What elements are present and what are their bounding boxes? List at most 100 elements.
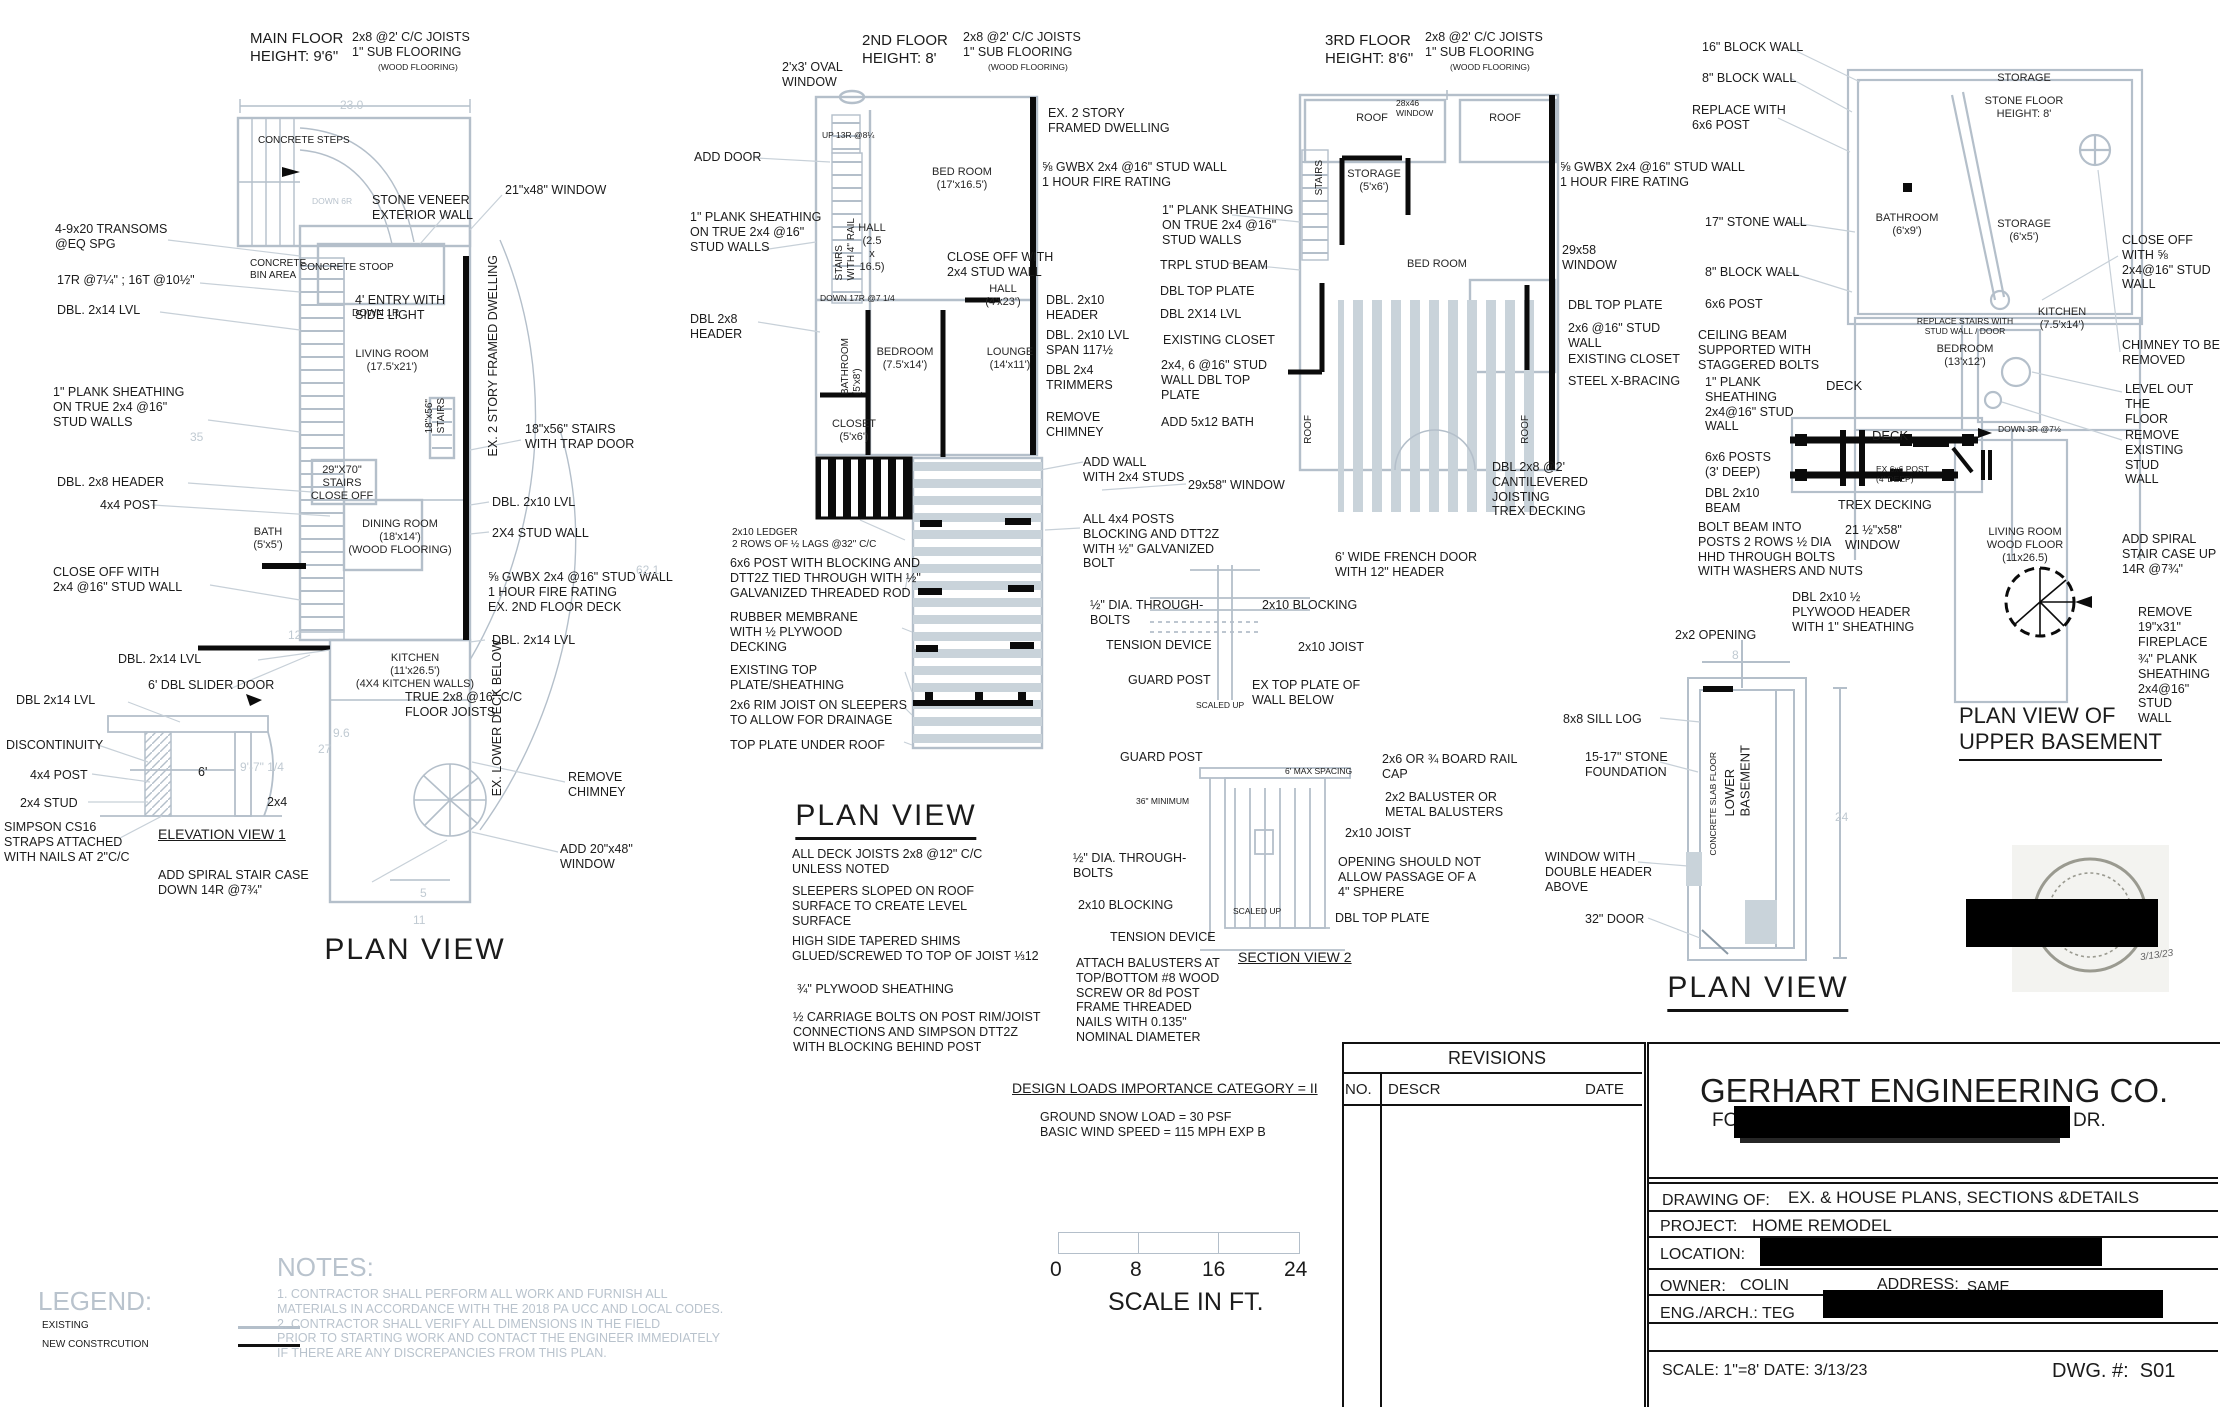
steel-x-bracing: STEEL X-BRACING: [1568, 374, 1681, 388]
existing-closet-b: EXISTING CLOSET: [1568, 352, 1680, 366]
simpson-label: SIMPSON CS16 STRAPS ATTACHED WITH NAILS …: [4, 820, 130, 864]
close-off-2nd: CLOSE OFF WITH 2x4 STUD WALL: [947, 250, 1054, 279]
revisions-title: REVISIONS: [1448, 1048, 1547, 1068]
dim-24-lb: 24: [1835, 810, 1849, 824]
owner-value: COLIN: [1740, 1277, 1789, 1294]
post-4x4-elev: 4x4 POST: [30, 768, 88, 782]
stone-veneer-label: STONE VENEER EXTERIOR WALL: [372, 193, 473, 222]
joist-2x10-1: 2x10 JOIST: [1298, 640, 1364, 654]
stud-wall-2x4-6: 2x4, 6 @16" STUD WALL DBL TOP PLATE: [1161, 358, 1268, 402]
stone-floor-label: STONE FLOOR HEIGHT: 8': [1984, 95, 2064, 120]
eng-redaction: [1823, 1290, 2163, 1318]
deck-note-2: SLEEPERS SLOPED ON ROOF SURFACE TO CREAT…: [792, 884, 974, 928]
ex-2story-2nd: EX. 2 STORY FRAMED DWELLING: [1048, 106, 1170, 135]
posts-6x6-3deep: 6x6 POSTS (3' DEEP): [1705, 450, 1771, 479]
stud-wall-2x4-main: 2X4 STUD WALL: [492, 526, 589, 540]
bathroom-vert-label: BATHROOM (5'x8'): [840, 338, 863, 396]
dim-5: 5: [420, 886, 427, 900]
company-address-suffix: DR.: [2073, 1110, 2106, 1131]
plank-sheathing-3rd: 1" PLANK SHEATHING ON TRUE 2x4 @16" STUD…: [1162, 203, 1294, 247]
plank-34-label: ¾" PLANK SHEATHING 2x4@16" STUD WALL: [2138, 652, 2210, 725]
living-room-label: LIVING ROOM (17.5'x21'): [355, 348, 429, 373]
gwbx-main: ⅝ GWBX 2x4 @16" STUD WALL 1 HOUR FIRE RA…: [488, 570, 673, 614]
ceiling-beam-label: CEILING BEAM SUPPORTED WITH STAGGERED BO…: [1698, 328, 1820, 372]
post-4x4-main: 4x4 POST: [100, 498, 158, 512]
legend-new-swatch: [238, 1344, 300, 1347]
third-floor-title: 3RD FLOOR HEIGHT: 8'6": [1325, 32, 1414, 67]
dim-23: 23.0: [340, 98, 364, 112]
plank-sheathing-2nd: 1" PLANK SHEATHING ON TRUE 2x4 @16" STUD…: [690, 210, 822, 254]
plan-view-2nd-title: PLAN VIEW: [795, 798, 977, 841]
concrete-stoop-label: CONCRETE STOOP: [300, 262, 394, 273]
scale-tick-16: 16: [1202, 1258, 1226, 1281]
block-8-b: 8" BLOCK WALL: [1705, 265, 1800, 279]
dining-room-label: DINING ROOM (18'x14') (WOOD FLOORING): [348, 518, 452, 556]
revisions-col-descr: DESCR: [1388, 1081, 1441, 1098]
dbl-2x8-header-2nd: DBL 2x8 HEADER: [690, 312, 743, 341]
add-wall-label: ADD WALL WITH 2x4 STUDS: [1083, 455, 1185, 484]
third-floor-joists: 2x8 @2' C/C JOISTS 1" SUB FLOORING: [1425, 30, 1543, 59]
discontinuity-label: DISCONTINUITY: [6, 738, 104, 752]
lounge-label: LOUNGE (14'x11'): [986, 346, 1034, 371]
second-floor-title: 2ND FLOOR HEIGHT: 8': [862, 32, 948, 67]
post-6x6-ub: 6x6 POST: [1705, 297, 1763, 311]
close-off-main: CLOSE OFF WITH 2x4 @16" STUD WALL: [53, 565, 183, 594]
stone-17-label: 17" STONE WALL: [1705, 215, 1807, 229]
max-spacing-label: 6' MAX SPACING: [1285, 766, 1353, 776]
company-name: GERHART ENGINEERING CO.: [1700, 1072, 2169, 1109]
deck-note-1: ALL DECK JOISTS 2x8 @12" C/C UNLESS NOTE…: [792, 847, 983, 876]
block-8-a: 8" BLOCK WALL: [1702, 71, 1797, 85]
scaled-up-2: SCALED UP: [1233, 906, 1282, 916]
add-door-label: ADD DOOR: [694, 150, 762, 164]
remove-chimney-main: REMOVE CHIMNEY: [568, 770, 626, 799]
dbl-2x10-plywood: DBL 2x10 ½ PLYWOOD HEADER WITH 1" SHEATH…: [1792, 590, 1915, 634]
stairs-trap-label: 18"x56" STAIRS WITH TRAP DOOR: [525, 422, 635, 451]
stairs-18x56-vert: 18"x56" STAIRS: [424, 398, 447, 434]
hall-4x23-label: HALL (4'x23'): [985, 283, 1021, 308]
trpl-stud-beam: TRPL STUD BEAM: [1160, 258, 1268, 272]
opening-sphere-label: OPENING SHOULD NOT ALLOW PASSAGE OF A 4"…: [1338, 855, 1482, 899]
remove-chimney-2nd: REMOVE CHIMNEY: [1046, 410, 1104, 439]
sill-log-label: 8x8 SILL LOG: [1563, 712, 1642, 726]
storage-3rd-label: STORAGE (5'x6'): [1347, 168, 1401, 193]
dbl-top-plate-sect: DBL TOP PLATE: [1335, 911, 1430, 925]
rail-cap-label: 2x6 OR ¾ BOARD RAIL CAP: [1382, 752, 1518, 781]
plan-view-lower-title: PLAN VIEW: [1667, 970, 1849, 1013]
roof-left-label: ROOF: [1356, 112, 1388, 124]
rim-joist-label: 2x6 RIM JOIST ON SLEEPERS TO ALLOW FOR D…: [730, 698, 907, 727]
design-loads-title: DESIGN LOADS IMPORTANCE CATEGORY = II: [1012, 1080, 1318, 1096]
rubber-membrane: RUBBER MEMBRANE WITH ½ PLYWOOD DECKING: [730, 610, 858, 654]
remove-fireplace-label: REMOVE 19"x31" FIREPLACE: [2138, 605, 2208, 649]
ex-lower-deck-vert: EX. LOWER DECK BELOW: [490, 640, 504, 797]
block-16-label: 16" BLOCK WALL: [1702, 40, 1804, 54]
dbl-2x8-header-main: DBL. 2x8 HEADER: [57, 475, 164, 489]
through-bolts-1: ½" DIA. THROUGH- BOLTS: [1090, 598, 1204, 627]
trex-decking-ub: TREX DECKING: [1838, 498, 1932, 512]
joist-2x10-2: 2x10 JOIST: [1345, 826, 1411, 840]
project-label: PROJECT:: [1660, 1218, 1738, 1235]
location-label: LOCATION:: [1660, 1246, 1746, 1263]
concrete-bin-label: CONCRETE BIN AREA: [250, 258, 307, 281]
label-2x4-elev-right: 2x4: [267, 795, 288, 809]
dbl-top-plate-3b: DBL TOP PLATE: [1568, 298, 1663, 312]
blocking-2x10-2: 2x10 BLOCKING: [1078, 898, 1174, 912]
eng-label: ENG./ARCH.: TEG: [1660, 1305, 1795, 1322]
bedroom-3rd-label: BED ROOM: [1407, 258, 1467, 270]
add-20x48-label: ADD 20"x48" WINDOW: [560, 842, 633, 871]
stud-2x4-elev: 2x4 STUD: [20, 796, 78, 810]
through-bolts-2: ½" DIA. THROUGH- BOLTS: [1073, 851, 1187, 880]
door-32-label: 32" DOOR: [1585, 912, 1645, 926]
true-2x8-label: TRUE 2x8 @16" C/C FLOOR JOISTS: [405, 690, 523, 719]
slider-door-label: 6' DBL SLIDER DOOR: [148, 678, 275, 692]
gwbx-3rd: ⅝ GWBX 2x4 @16" STUD WALL 1 HOUR FIRE RA…: [1560, 160, 1745, 189]
stone-foundation-label: 15-17" STONE FOUNDATION: [1585, 750, 1668, 779]
add-spiral-down-label: ADD SPIRAL STAIR CASE DOWN 14R @7¾": [158, 868, 309, 897]
scale-tick-24: 24: [1284, 1258, 1308, 1281]
ex-2story-vert-main: EX. 2 STORY FRAMED DWELLING: [486, 255, 500, 457]
revisions-col-no: NO.: [1345, 1081, 1372, 1098]
concrete-steps-label: CONCRETE STEPS: [258, 135, 350, 146]
close-off-ub: CLOSE OFF WITH ⅝ 2x4@16" STUD WALL: [2122, 233, 2211, 292]
bedroom-2nd-label: BED ROOM (17'x16.5'): [932, 166, 992, 191]
